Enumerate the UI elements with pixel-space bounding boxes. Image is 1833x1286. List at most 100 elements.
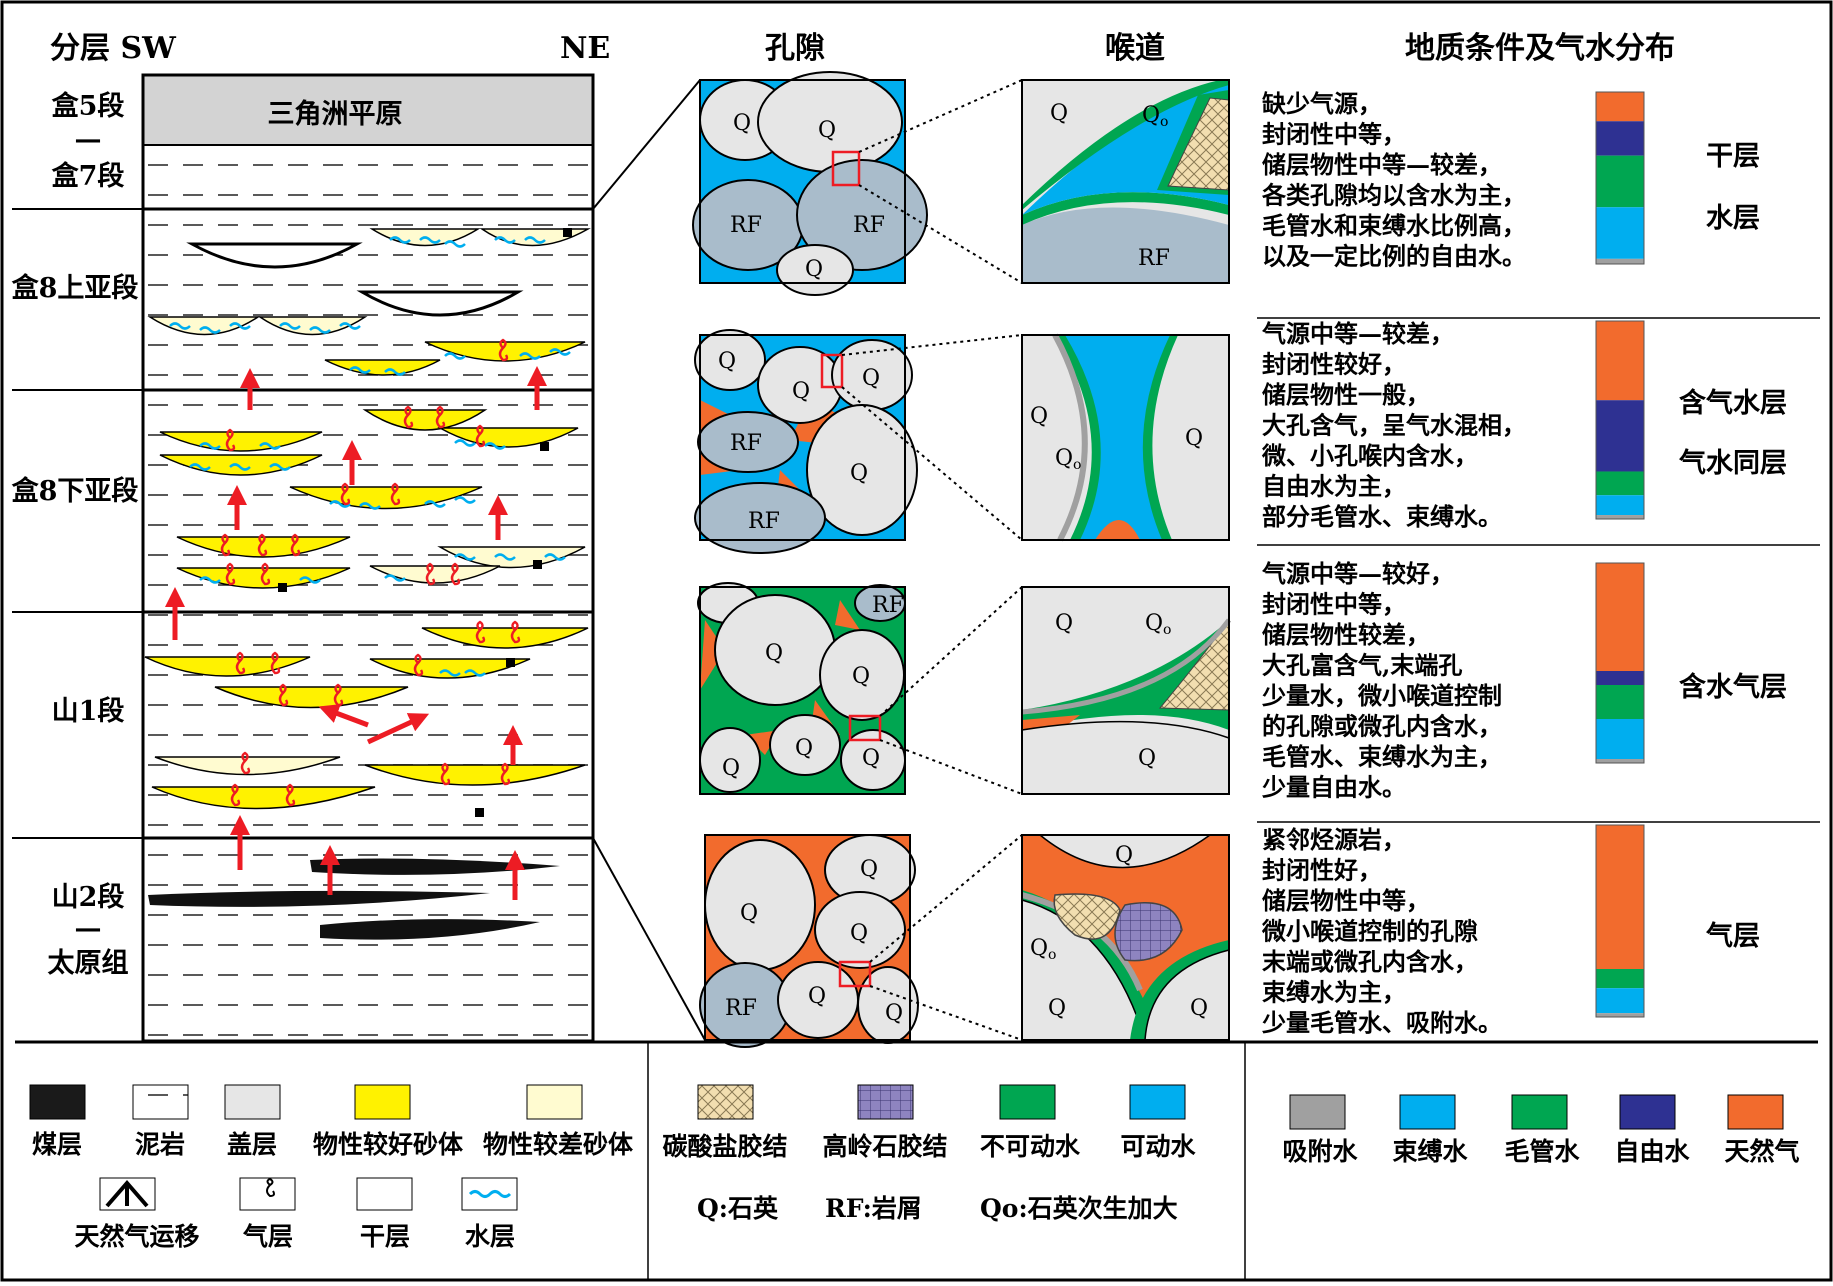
condition-3-line-3: 微小喉道控制的孔隙 <box>1261 917 1478 946</box>
column-3-segment-3 <box>1596 1013 1644 1017</box>
legend-mudstone-label: 泥岩 <box>135 1130 185 1159</box>
column-0-segment-1 <box>1596 121 1644 156</box>
condition-2-line-4: 少量水，微小喉道控制 <box>1261 681 1502 710</box>
condition-2-line-6: 毛管水、束缚水为主， <box>1262 742 1502 771</box>
svg-text:RF: RF <box>872 593 904 618</box>
legend-caprock-swatch <box>224 1084 281 1120</box>
header-layer: 分层 SW <box>50 31 177 66</box>
condition-3-line-2: 储层物性中等， <box>1262 886 1430 915</box>
layer-name-1: 盒8上亚段 <box>12 272 139 304</box>
gas-symbol-icon <box>266 1177 275 1198</box>
svg-text:Q: Q <box>792 379 810 404</box>
condition-0-line-3: 各类孔隙均以含水为主， <box>1261 181 1526 210</box>
legend-gas-swatch <box>1727 1094 1784 1130</box>
layer-name-top-4: 山2段 <box>52 882 125 913</box>
svg-text:Q: Q <box>795 736 813 761</box>
column-1-segment-1 <box>1596 400 1644 472</box>
svg-text:RF: RF <box>853 213 885 238</box>
layer-name-2: 盒8下亚段 <box>12 475 139 507</box>
svg-text:RF: RF <box>730 213 762 238</box>
legend-movable-swatch <box>1129 1084 1186 1120</box>
legend-bound-swatch <box>1399 1094 1456 1130</box>
legend-immobile-label: 不可动水 <box>980 1132 1081 1161</box>
condition-0-label-1: 水层 <box>1706 203 1760 234</box>
svg-text:Q: Q <box>852 664 870 689</box>
header-ne: NE <box>560 31 610 66</box>
condition-3-line-0: 紧邻烃源岩， <box>1262 825 1406 854</box>
legend-caprock-label: 盖层 <box>227 1130 277 1159</box>
throat-panel-3: Q Qo Q <box>1021 586 1232 795</box>
column-0-segment-2 <box>1596 155 1644 208</box>
column-0-segment-4 <box>1596 258 1644 264</box>
condition-2-line-0: 气源中等—较好， <box>1261 559 1454 588</box>
legend-immobile-swatch <box>999 1084 1056 1120</box>
legend-capillary-label: 毛管水 <box>1504 1137 1580 1166</box>
legend-movable-label: 可动水 <box>1120 1132 1196 1161</box>
svg-text:Q: Q <box>1185 426 1203 451</box>
condition-3-line-4: 末端或微孔内含水， <box>1262 947 1478 976</box>
column-1-outline <box>1595 320 1645 520</box>
water-wave-icon <box>468 1190 512 1198</box>
column-3-segment-1 <box>1596 969 1644 989</box>
layer-name-bottom-0: 盒7段 <box>52 160 125 192</box>
layer-name-bottom-4: 太原组 <box>48 947 129 979</box>
condition-1-label-0: 含气水层 <box>1679 387 1787 419</box>
throat-panel-4: Q Qo Q Q <box>1021 834 1230 1041</box>
legend-carbonate-label: 碳酸盐胶结 <box>662 1132 787 1161</box>
svg-text:Q: Q <box>862 746 880 771</box>
svg-text:Q: Q <box>1050 101 1068 126</box>
svg-text:Q: Q <box>805 257 823 282</box>
column-3-segment-2 <box>1596 988 1644 1014</box>
column-0-outline <box>1595 91 1645 265</box>
column-2-segment-3 <box>1596 719 1644 759</box>
legend-free-label: 自由水 <box>1614 1137 1690 1166</box>
condition-1-line-2: 储层物性一般， <box>1262 380 1430 409</box>
condition-1-label-1: 气水同层 <box>1678 448 1787 479</box>
legend-coal-label: 煤层 <box>32 1130 82 1159</box>
legend-carbonate-swatch <box>697 1084 754 1120</box>
svg-text:RF: RF <box>725 996 757 1021</box>
layer-name-mid-4: — <box>75 913 102 944</box>
condition-2-line-7: 少量自由水。 <box>1261 773 1406 802</box>
svg-text:Q: Q <box>1055 611 1073 636</box>
condition-1-line-0: 气源中等—较差， <box>1261 319 1454 348</box>
conditions-area: 缺少气源，封闭性中等，储层物性中等—较差，各类孔隙均以含水为主，毛管水和束缚水比… <box>1261 89 1787 1037</box>
legend-gas-label: 天然气 <box>1724 1137 1799 1166</box>
condition-0-label-0: 干层 <box>1706 141 1760 172</box>
water-gas-columns <box>1595 91 1645 1018</box>
svg-text:RF: RF <box>730 431 762 456</box>
strat-column: 三角洲平原 <box>12 73 595 1043</box>
svg-text:Q: Q <box>862 366 880 391</box>
column-1-segment-3 <box>1596 495 1644 516</box>
legend-good-sand-swatch <box>354 1084 411 1120</box>
legend-poor-sand-swatch <box>526 1084 583 1120</box>
svg-text:RF: RF <box>748 509 780 534</box>
layer-name-3: 山1段 <box>52 696 125 727</box>
legend-coal-swatch <box>29 1084 86 1120</box>
condition-3-line-6: 少量毛管水、吸附水。 <box>1261 1008 1502 1037</box>
svg-text:Q: Q <box>722 756 740 781</box>
svg-text:Q: Q <box>885 1001 903 1026</box>
legend-mudstone-swatch <box>132 1084 189 1120</box>
svg-text:Q: Q <box>1030 404 1048 429</box>
migration-arrow-icon <box>105 1179 149 1208</box>
column-2-segment-0 <box>1596 563 1644 671</box>
legend: 煤层 泥岩 盖层 物性较好砂体 物性较差砂体 天然气运移 气层 干层 水层 碳酸… <box>29 1084 1800 1251</box>
svg-text:Q: Q <box>818 118 836 143</box>
legend-migration-label: 天然气运移 <box>74 1222 199 1251</box>
condition-0-line-0: 缺少气源， <box>1262 89 1382 118</box>
condition-0-line-4: 毛管水和束缚水比例高， <box>1262 211 1526 240</box>
svg-text:Q: Q <box>1190 996 1208 1021</box>
column-1-segment-4 <box>1596 515 1644 519</box>
throat-panel-2: Q Qo Q <box>1021 333 1230 542</box>
condition-1-line-1: 封闭性较好， <box>1262 350 1406 379</box>
legend-bound-label: 束缚水 <box>1392 1137 1468 1166</box>
column-2-segment-2 <box>1596 685 1644 719</box>
condition-1-line-6: 部分毛管水、束缚水。 <box>1262 502 1502 531</box>
svg-text:Q: Q <box>1048 996 1066 1021</box>
column-2-segment-4 <box>1596 759 1644 763</box>
svg-text:Q: Q <box>740 901 758 926</box>
svg-text:Q: Q <box>765 641 783 666</box>
